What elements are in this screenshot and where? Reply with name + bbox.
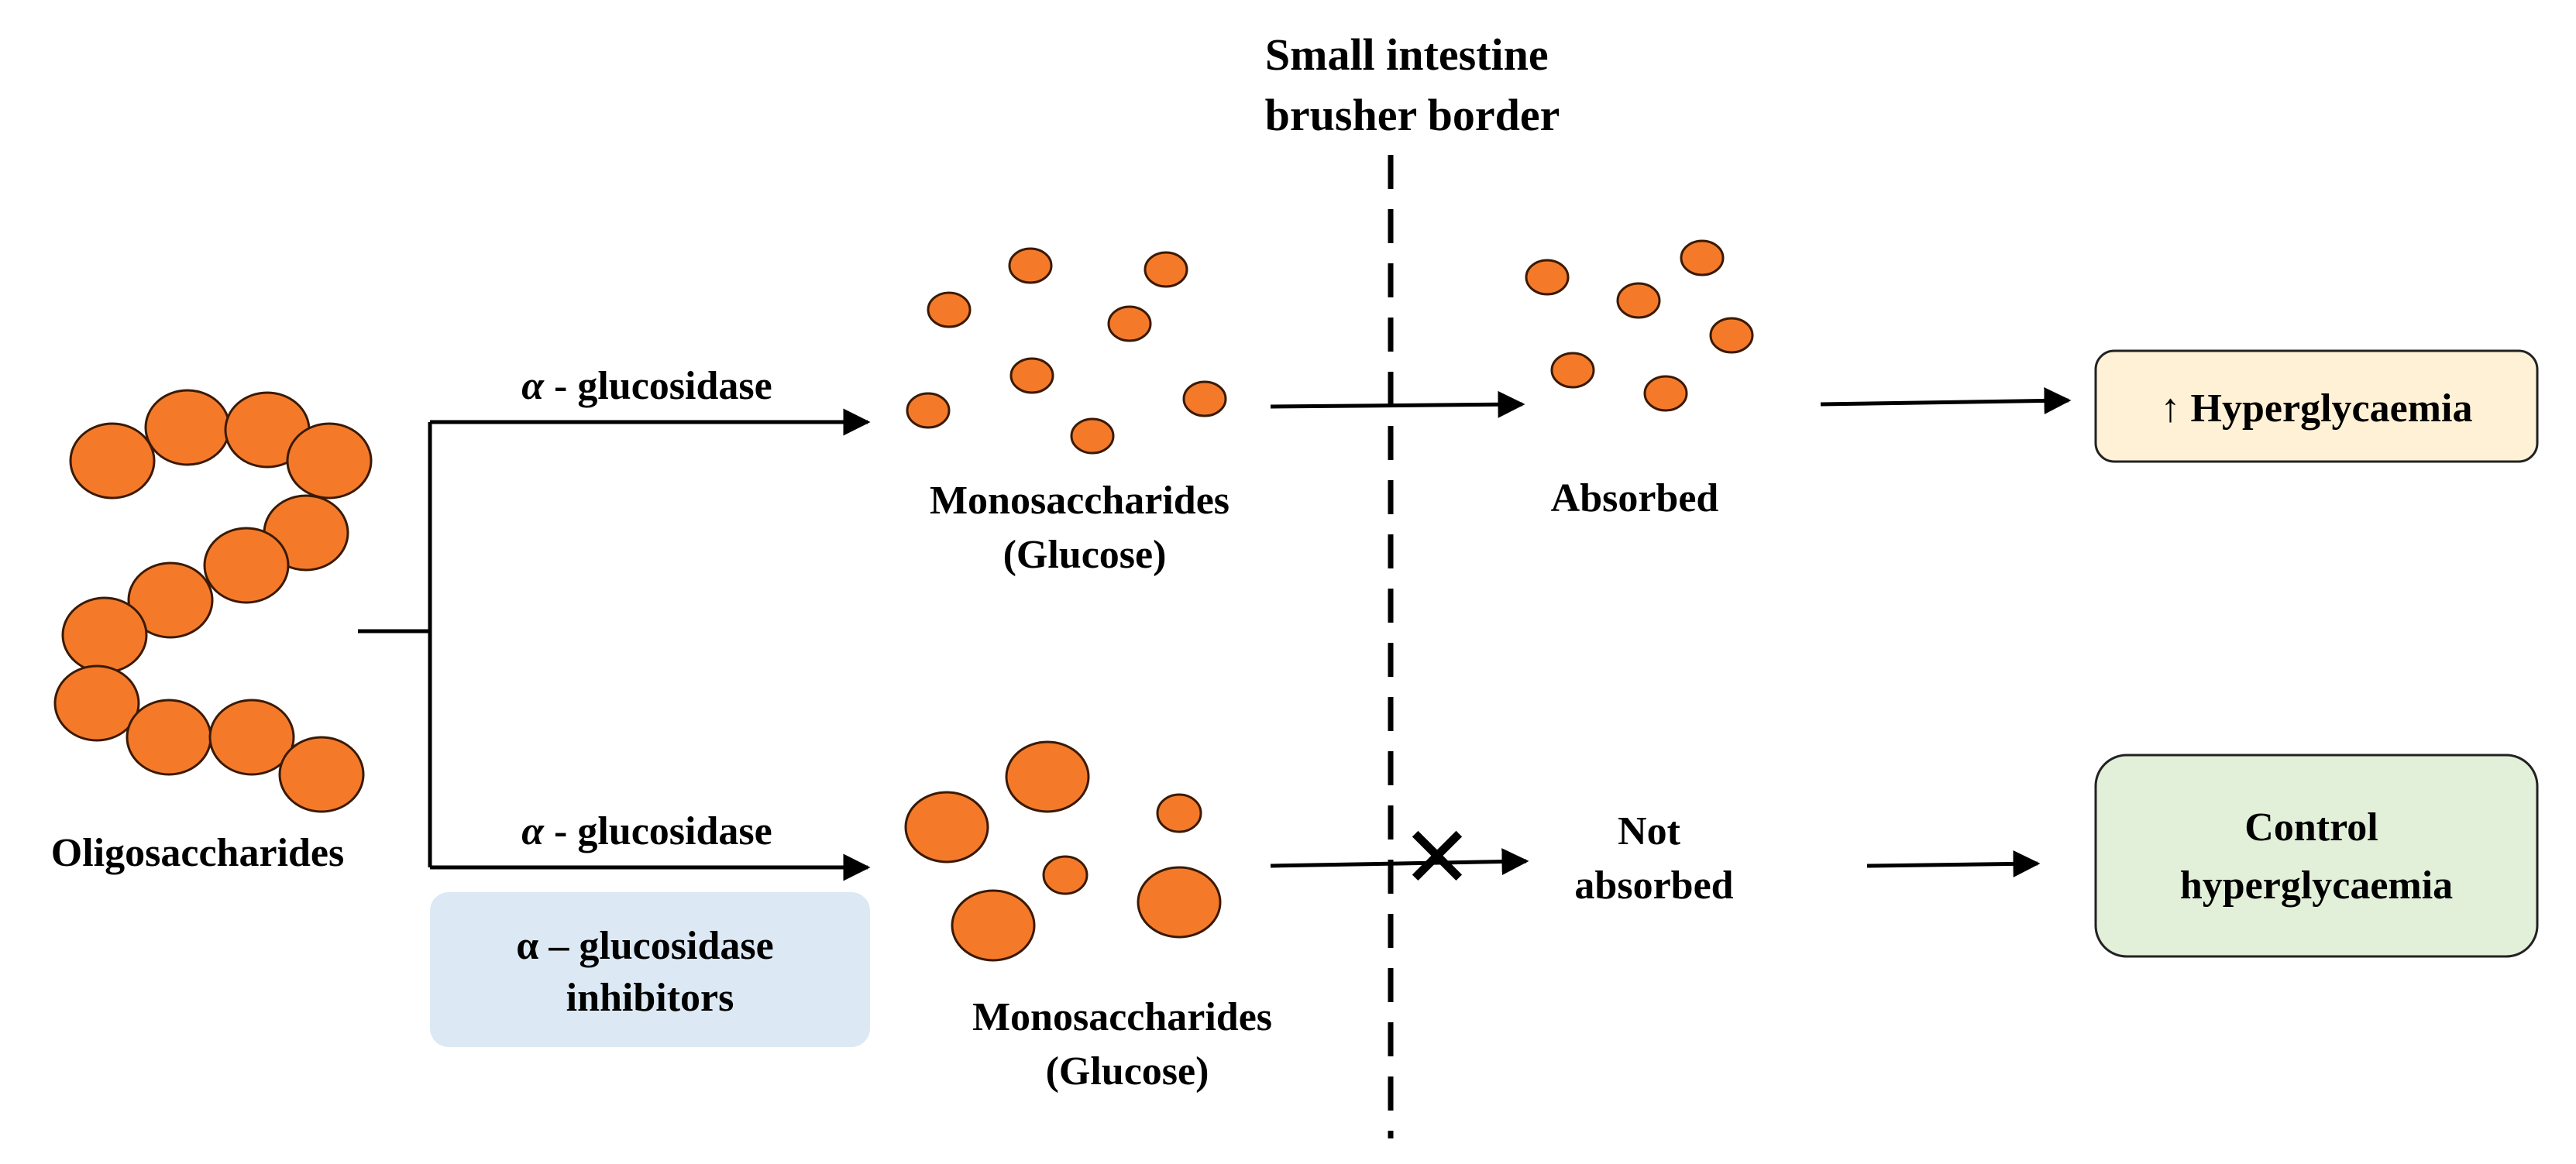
arrow-to-absorbed <box>1270 390 1525 418</box>
glucose-molecule <box>906 392 951 429</box>
glucose-cluster-bottom <box>904 740 1222 962</box>
arrow-to-control <box>1866 850 2041 877</box>
enzyme-label-top: α - glucosidase <box>521 364 772 408</box>
oligosaccharide-chain <box>53 389 373 813</box>
glucose-molecule <box>1616 282 1661 319</box>
oligosaccharide-unit <box>127 561 214 639</box>
glucose-molecule <box>1550 352 1595 389</box>
oligosaccharide-unit <box>126 699 212 776</box>
inhibitor-box <box>430 892 870 1047</box>
oligosaccharide-unit <box>286 422 373 500</box>
branch-connector <box>358 408 871 881</box>
glucose-molecule <box>1156 793 1202 833</box>
glucose-cluster-absorbed <box>1525 239 1754 412</box>
oligosaccharides-label: Oligosaccharides <box>51 831 344 875</box>
not-absorbed-label: Not absorbed <box>1574 809 1733 908</box>
monosaccharides-label-top: Monosaccharides (Glucose) <box>930 479 1240 577</box>
glucose-molecule <box>1042 855 1089 895</box>
glucose-molecule <box>1009 357 1054 394</box>
glucose-molecule <box>1144 251 1188 288</box>
glucose-molecule <box>927 291 972 328</box>
oligosaccharide-unit <box>278 736 365 813</box>
oligosaccharide-unit <box>53 664 140 742</box>
glucose-molecule <box>1107 305 1152 342</box>
oligosaccharide-unit <box>208 699 295 776</box>
glucose-cluster-top <box>906 247 1227 455</box>
outcome-hyperglycaemia-box <box>2094 349 2539 463</box>
block-x-icon: ✕ <box>1401 808 1473 907</box>
glucose-molecule <box>1008 247 1053 284</box>
absorbed-label: Absorbed <box>1551 476 1719 520</box>
outcome-control-label: Control hyperglycaemia <box>2180 805 2453 908</box>
oligosaccharide-unit <box>69 422 156 500</box>
glucose-molecule <box>1709 317 1754 354</box>
flow-arrows <box>1270 386 2072 877</box>
arrow-to-hyperglycaemia <box>1820 386 2072 414</box>
glucose-molecule <box>1182 380 1227 417</box>
glucose-molecule <box>1070 417 1115 455</box>
oligosaccharide-unit <box>61 596 148 674</box>
oligosaccharide-unit <box>144 389 231 466</box>
glucose-molecule <box>904 791 989 864</box>
glucose-molecule <box>1005 740 1090 813</box>
inhibitor-label: α – glucosidase inhibitors <box>516 924 783 1020</box>
brush-border-title: Small intestine brusher border <box>1265 29 1560 140</box>
glucose-molecule <box>1643 375 1688 412</box>
oligosaccharide-unit <box>203 527 290 604</box>
glucose-molecule <box>951 889 1036 962</box>
arrow-to-not-absorbed <box>1270 848 1529 876</box>
glucose-molecule <box>1525 259 1570 296</box>
outcome-control-box <box>2094 754 2539 958</box>
monosaccharides-label-bottom: Monosaccharides (Glucose) <box>972 995 1282 1094</box>
glucose-molecule <box>1137 866 1222 939</box>
outcome-hyperglycaemia-label: ↑ Hyperglycaemia <box>2161 386 2473 431</box>
glucose-molecule <box>1680 239 1725 276</box>
enzyme-label-bottom: α - glucosidase <box>521 809 772 853</box>
